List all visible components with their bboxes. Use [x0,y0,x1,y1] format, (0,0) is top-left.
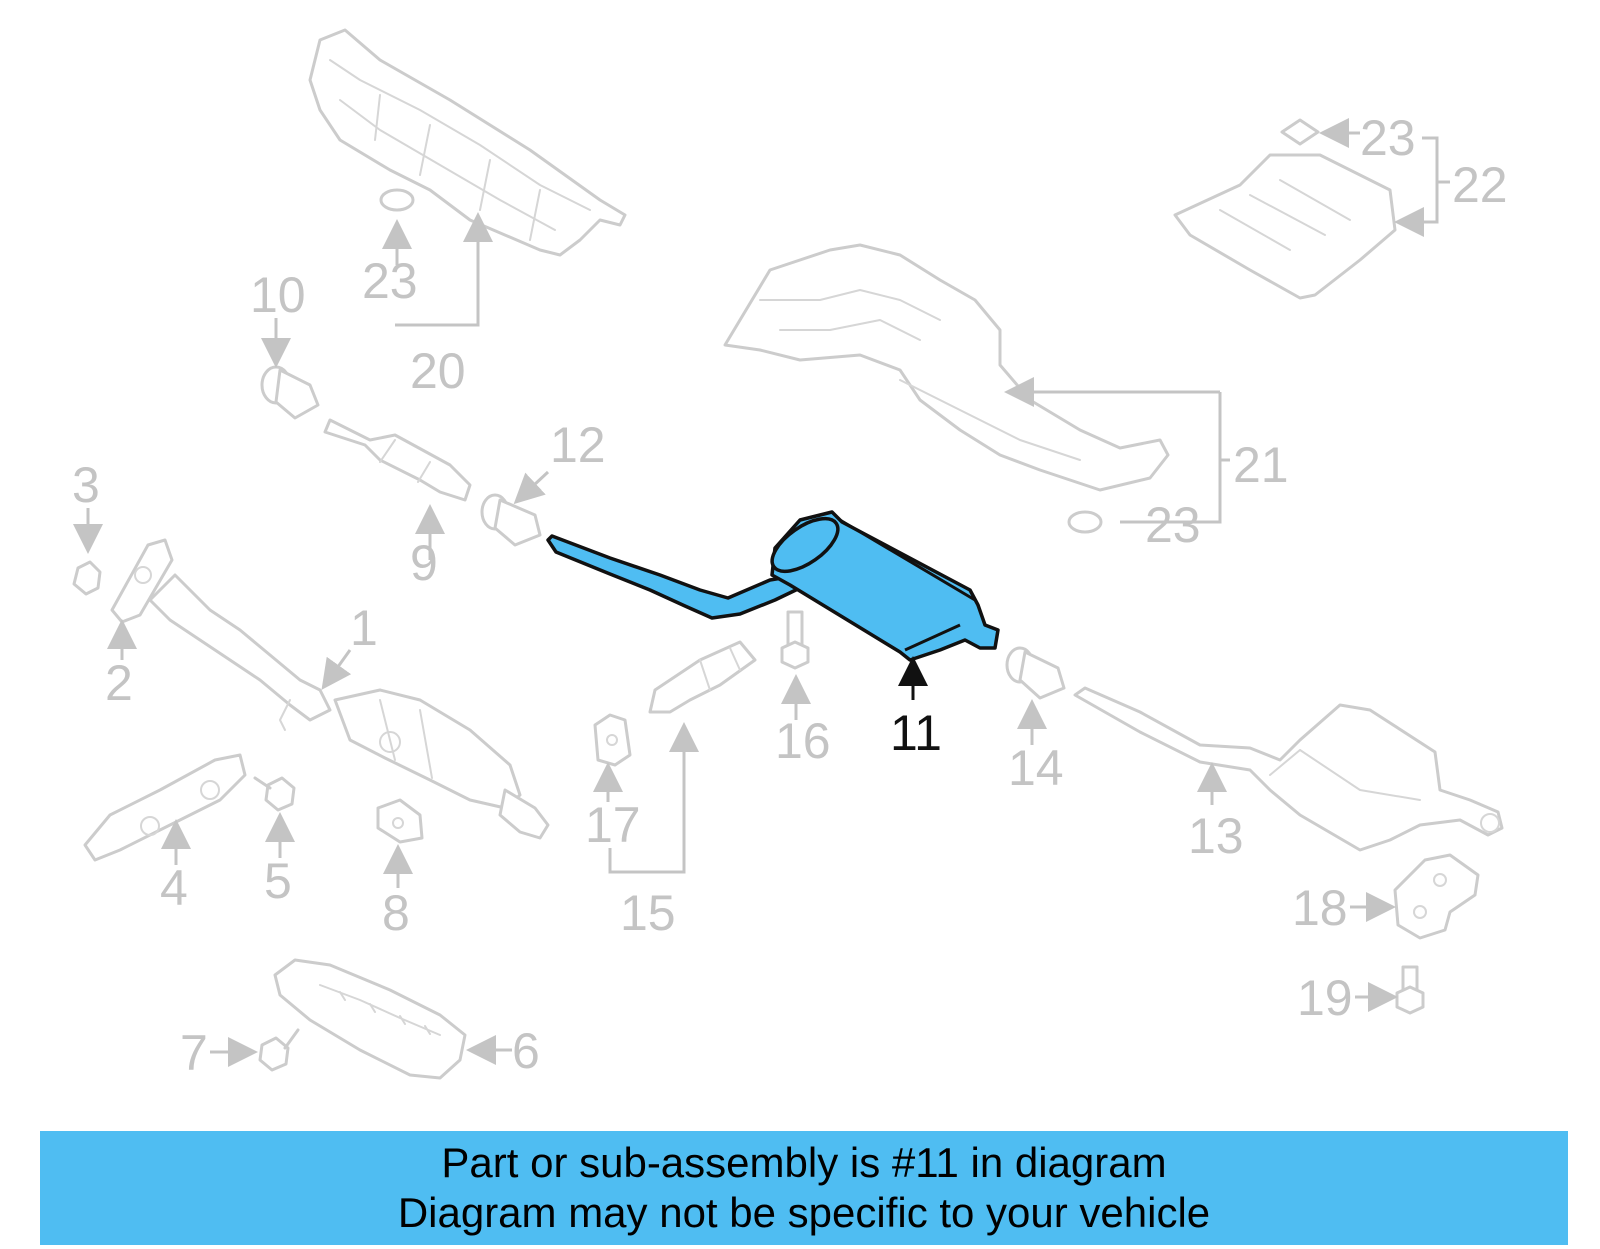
part-23-pad-c [1280,118,1320,146]
part-20-heat-shield [308,28,627,257]
info-banner: Part or sub-assembly is #11 in diagram D… [40,1131,1568,1245]
callout-8: 8 [382,885,410,941]
callout-17: 17 [585,797,641,853]
banner-line-2: Diagram may not be specific to your vehi… [397,1189,1211,1236]
banner-line-1: Part or sub-assembly is #11 in diagram [441,1139,1167,1186]
leader-1 [321,649,352,690]
callout-22: 22 [1452,157,1508,213]
callout-10: 10 [250,267,306,323]
callout-14: 14 [1008,740,1064,796]
callout-5: 5 [264,853,292,909]
callout-15: 15 [620,885,676,941]
callout-4: 4 [160,860,188,916]
part-23-washer-b [1067,510,1103,534]
callout-13: 13 [1188,808,1244,864]
leader-20 [395,212,493,327]
part-6-heat-shield [273,958,467,1080]
part-7-bolt [258,1028,300,1072]
callout-21: 21 [1233,437,1289,493]
callout-23-c: 23 [1360,110,1416,166]
callout-20: 20 [410,343,466,399]
callout-12: 12 [550,417,606,473]
part-22-heat-shield [1173,153,1397,300]
callout-9: 9 [410,535,438,591]
part-16-bolt [780,610,810,670]
callout-18: 18 [1292,880,1348,936]
leader-22 [1394,136,1439,237]
part-8-clip [376,798,424,844]
part-11-center-muffler[interactable] [546,508,1000,662]
part-4-bracket [83,753,247,862]
leader-21-bracket [1120,392,1222,524]
callout-16: 16 [775,713,831,769]
callout-19: 19 [1297,970,1353,1026]
callout-6: 6 [512,1023,540,1079]
part-10-clamp [260,365,320,420]
part-19-bolt [1395,965,1425,1015]
part-13-rear-muffler [1073,686,1504,852]
part-23-washer-a [379,188,415,212]
part-3-nut [72,560,102,596]
callout-23-a: 23 [362,253,418,309]
callout-23-b: 23 [1145,497,1201,553]
part-14-clamp [1005,646,1066,700]
callout-7: 7 [180,1025,208,1081]
part-18-hanger-bracket [1393,853,1480,940]
part-12-clamp [480,493,542,547]
part-5-bolt [253,776,296,812]
callout-11: 11 [890,705,942,761]
callout-2: 2 [105,655,133,711]
callout-3: 3 [72,457,100,513]
part-15-bracket [648,640,757,714]
callout-1: 1 [350,600,378,656]
part-21-heat-shield [723,243,1170,492]
part-1-front-pipe [148,573,550,840]
part-17-mount [593,713,632,767]
leader-15 [608,722,699,874]
part-9-catalytic-converter [323,418,472,502]
leader-12 [513,470,550,505]
